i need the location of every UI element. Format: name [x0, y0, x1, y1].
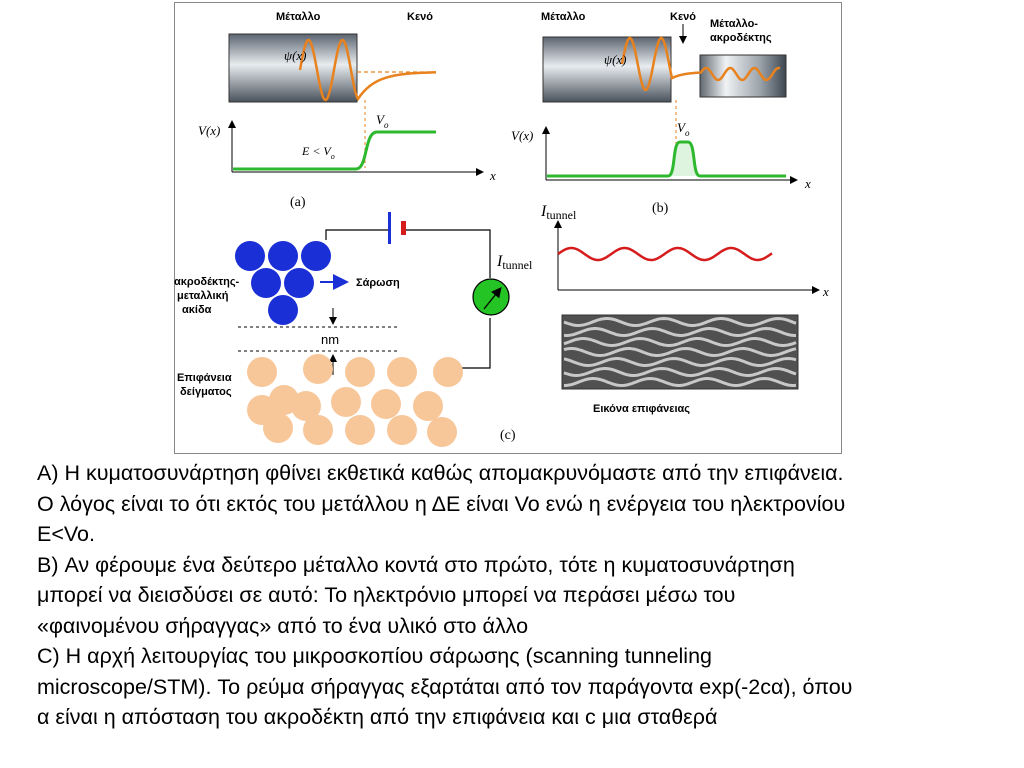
- caption: A) Η κυματοσυνάρτηση φθίνει εκθετικά καθ…: [37, 458, 1022, 733]
- caption-line-4: B) Αν φέρουμε ένα δεύτερο μέταλλο κοντά …: [37, 552, 795, 577]
- sample-atom: [291, 391, 321, 421]
- panel-a-potential-step: [233, 130, 436, 171]
- surface-band: [563, 326, 796, 338]
- surface-band: [563, 346, 797, 358]
- battery-short-plate: [401, 221, 406, 235]
- panel-b-probe-label-2: ακροδέκτης: [710, 32, 772, 44]
- panel-a-energy-label: E < Vo: [301, 144, 335, 161]
- caption-line-5: μπορεί να διεισδύσει σε αυτό: Το ηλεκτρό…: [37, 583, 736, 607]
- surface-label-1: Επιφάνεια: [177, 372, 232, 384]
- surface-label-2: δείγματος: [180, 386, 232, 398]
- panel-a-metal-block: [228, 33, 358, 103]
- sample-atom: [433, 357, 463, 387]
- sample-atoms: [247, 354, 463, 447]
- sample-atom: [387, 357, 417, 387]
- tip-atom: [268, 241, 298, 271]
- panel-b-tag: (b): [652, 201, 669, 216]
- stm-figure: Μέταλλο Κενό ψ(x) V(x) x Vo E < Vo (a) Μ…: [174, 2, 842, 454]
- panel-d-x-axis-label: x: [822, 284, 829, 299]
- panel-a-wavefunction: [298, 38, 436, 102]
- panel-d-current-label: Itunnel: [540, 203, 577, 222]
- surface-band: [564, 376, 797, 388]
- caption-line-6: «φαινομένου σήραγγας» από το ένα υλικό σ…: [37, 613, 529, 638]
- sample-atom: [303, 354, 333, 384]
- tip-atom: [301, 241, 331, 271]
- panel-c: Itunnel ακροδέκτης- μεταλλική ακίδα Σάρω…: [174, 212, 533, 447]
- panel-b-x-axis-label: x: [804, 176, 811, 191]
- panel-b-v-axis-label: V(x): [511, 128, 533, 143]
- panel-a-psi-label: ψ(x): [284, 48, 307, 63]
- sample-atom: [345, 415, 375, 445]
- surface-band: [563, 316, 797, 328]
- caption-line-8: microscope/STM). Το ρεύμα σήραγγας εξαρτ…: [37, 674, 853, 699]
- panel-b-probe-label-1: Μέταλλο-: [710, 18, 758, 30]
- sample-atom: [371, 389, 401, 419]
- gap-nm-label: nm: [321, 332, 339, 347]
- sample-atom: [331, 387, 361, 417]
- panel-a-vacuum-label: Κενό: [407, 11, 433, 23]
- surface-band: [563, 366, 797, 378]
- panel-a-v-axis-label: V(x): [198, 123, 220, 138]
- panel-b: Μέταλλο Κενό Μέταλλο- ακροδέκτης ψ(x) V(…: [511, 11, 811, 216]
- caption-line-3: E<Vo.: [37, 522, 95, 546]
- surface-band: [563, 356, 797, 368]
- panel-a-v0-label: Vo: [376, 112, 389, 130]
- panel-a-metal-label: Μέταλλο: [276, 11, 321, 23]
- ammeter: [472, 278, 510, 316]
- tip-label-3: ακίδα: [182, 304, 212, 316]
- tip-atom: [268, 295, 298, 325]
- caption-line-9: α είναι η απόσταση του ακροδέκτη από την…: [37, 705, 718, 729]
- panel-b-metal-block: [542, 36, 672, 103]
- panel-b-metal-label: Μέταλλο: [541, 11, 586, 23]
- panel-b-psi-label: ψ(x): [604, 52, 627, 67]
- panel-b-potential-barrier: [547, 140, 786, 178]
- tip-atoms: [235, 241, 331, 325]
- tip-atom: [284, 268, 314, 298]
- panel-a-x-axis-label: x: [489, 168, 496, 183]
- tip-atom: [251, 268, 281, 298]
- sample-atom: [303, 415, 333, 445]
- surface-band: [563, 336, 797, 348]
- panel-b-wavefunction: [620, 36, 781, 92]
- sample-atom: [387, 415, 417, 445]
- panel-c-tag: (c): [500, 428, 516, 443]
- panel-a-tag: (a): [290, 195, 306, 210]
- caption-line-2: O λόγος είναι το ότι εκτός του μετάλλου …: [37, 491, 846, 516]
- ammeter-needle: [483, 286, 502, 310]
- surface-image-texture: [563, 316, 797, 388]
- tunnel-current-trace: [557, 246, 773, 262]
- sample-atom: [427, 417, 457, 447]
- surface-image-label: Εικόνα επιφάνειας: [593, 403, 690, 415]
- tip-label-1: ακροδέκτης-: [174, 276, 240, 288]
- battery-long-plate: [388, 212, 391, 244]
- scan-label: Σάρωση: [356, 277, 400, 289]
- sample-atom: [247, 357, 277, 387]
- panel-a: Μέταλλο Κενό ψ(x) V(x) x Vo E < Vo (a): [198, 11, 496, 210]
- caption-line-7: C) Η αρχή λειτουργίας του μικροσκοπίου σ…: [37, 644, 713, 668]
- panel-d: Itunnel x Εικόνα επιφάνειας: [540, 203, 829, 415]
- tip-atom: [235, 241, 265, 271]
- sample-atom: [413, 391, 443, 421]
- panel-b-v0-label: Vo: [677, 120, 690, 138]
- tip-label-2: μεταλλική: [177, 290, 229, 302]
- caption-line-1: A) Η κυματοσυνάρτηση φθίνει εκθετικά καθ…: [37, 461, 844, 485]
- sample-atom: [345, 357, 375, 387]
- circuit-current-label: Itunnel: [496, 253, 533, 272]
- panel-b-vacuum-label: Κενό: [670, 11, 696, 23]
- sample-atom: [263, 413, 293, 443]
